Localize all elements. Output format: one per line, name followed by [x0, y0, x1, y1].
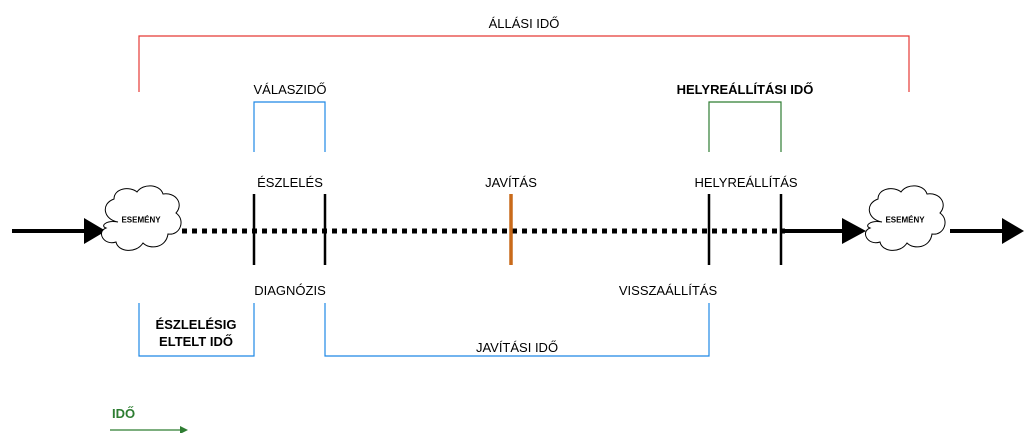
response-time-bracket: [253, 101, 326, 152]
event-label-right: ESEMÉNY: [885, 215, 925, 225]
event-cloud-right: [865, 185, 946, 251]
restore-label: VISSZAÁLLÍTÁS: [618, 283, 718, 298]
downtime-label: ÁLLÁSI IDŐ: [488, 16, 560, 31]
time-to-detection-line2: ELTELT IDŐ: [159, 334, 233, 349]
repair-time-label: JAVÍTÁSI IDŐ: [475, 340, 559, 355]
time-to-detection-line1: ÉSZLELÉSIG: [155, 317, 237, 332]
recovery-time-label: HELYREÁLLÍTÁSI IDŐ: [676, 82, 814, 97]
event-label-left: ESEMÉNY: [121, 215, 161, 225]
time-legend-label: IDŐ: [112, 406, 136, 421]
event-cloud-left: [101, 185, 182, 251]
time-legend-arrow-head: [180, 426, 188, 434]
incoming-arrow-head: [84, 218, 106, 244]
outgoing-arrow-to-event-head: [842, 218, 866, 244]
detection-time-bracket: [138, 303, 255, 357]
recovery-time-bracket: [708, 101, 782, 152]
repair-time-bracket: [324, 303, 710, 357]
downtime-bracket: [138, 35, 910, 92]
response-time-label: VÁLASZIDŐ: [253, 82, 327, 97]
diagnosis-label: DIAGNÓZIS: [254, 283, 326, 298]
detection-label: ÉSZLELÉS: [257, 175, 323, 190]
far-right-arrow-head: [1002, 218, 1024, 244]
repair-label: JAVÍTÁS: [485, 175, 537, 190]
recovery-label: HELYREÁLLÍTÁS: [694, 175, 798, 190]
